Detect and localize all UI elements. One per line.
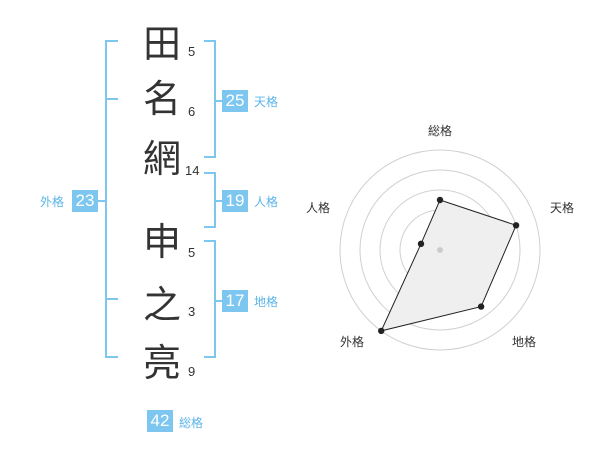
- axis-label-chikaku: 地格: [512, 334, 536, 349]
- chikaku-value: 17: [222, 290, 248, 312]
- stroke-count-1: 5: [188, 44, 196, 59]
- gaikaku-label: 外格: [40, 195, 65, 209]
- jinkaku-label: 人格: [254, 195, 279, 209]
- radar-point-3: [378, 327, 385, 335]
- stroke-count-3: 14: [185, 163, 200, 178]
- radar-data-polygon: [380, 199, 517, 332]
- stroke-count-4: 5: [188, 245, 196, 260]
- chikaku-label: 地格: [254, 295, 279, 309]
- radar-point-4: [417, 240, 425, 247]
- tenkaku-label: 天格: [254, 95, 279, 109]
- gaikaku-value: 23: [72, 190, 98, 212]
- radar-point-0: [436, 196, 444, 204]
- radar-chart: 総格 天格 地格 外格 人格: [306, 123, 574, 351]
- axis-label-tenkaku: 天格: [550, 200, 574, 215]
- axis-label-gaikaku: 外格: [340, 334, 364, 349]
- radar-point-2: [477, 303, 485, 310]
- name-char-1: 田: [142, 22, 181, 66]
- stroke-count-5: 3: [188, 304, 196, 319]
- name-char-5: 之: [142, 283, 181, 327]
- name-char-6: 亮: [142, 341, 181, 385]
- stroke-count-6: 9: [188, 364, 196, 379]
- radar-center: [437, 247, 443, 253]
- radar-data-points: [378, 196, 520, 335]
- jinkaku-value: 19: [222, 190, 248, 212]
- soukaku-value: 42: [147, 410, 173, 432]
- tenkaku-value: 25: [222, 90, 248, 112]
- stroke-count-2: 6: [188, 104, 196, 119]
- name-char-4: 申: [142, 220, 181, 264]
- axis-label-soukaku: 総格: [428, 123, 452, 138]
- name-char-3: 網: [142, 137, 181, 181]
- radar-ring-4: [359, 169, 521, 331]
- name-char-2: 名: [142, 77, 181, 121]
- radar-point-1: [512, 222, 520, 229]
- radar-ring-5: [339, 149, 541, 351]
- axis-label-jinkaku: 人格: [306, 200, 330, 215]
- soukaku-label: 総格: [179, 416, 204, 430]
